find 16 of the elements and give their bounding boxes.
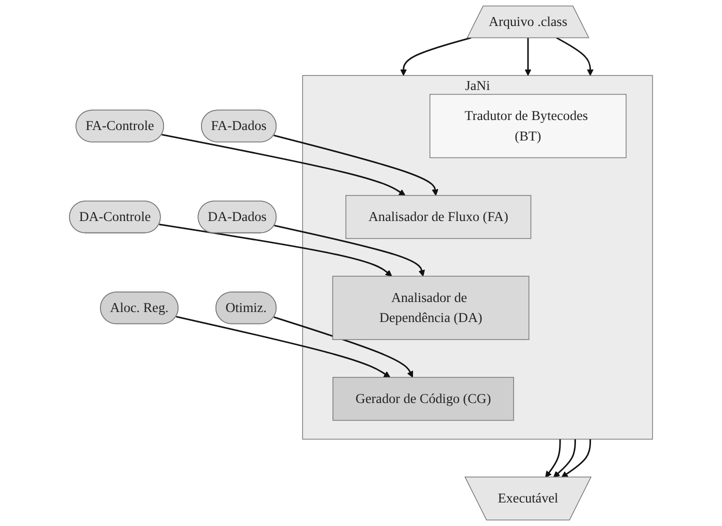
arrow — [274, 134, 438, 196]
arrow — [159, 224, 392, 276]
node-box: Analisador de Fluxo (FA) — [345, 195, 532, 239]
arrow — [561, 439, 592, 478]
arrow — [553, 439, 576, 478]
node-box: Gerador de Código (CG) — [332, 376, 514, 421]
arrow — [274, 224, 425, 276]
arrow — [162, 134, 406, 196]
arrow — [176, 316, 390, 378]
arrow — [274, 316, 414, 378]
arrow — [400, 37, 472, 76]
arrow — [524, 38, 532, 76]
node-box: Analisador de Dependência (DA) — [332, 276, 530, 340]
arrow — [545, 439, 561, 478]
node-box: Tradutor de Bytecodes (BT) — [430, 94, 626, 158]
arrow — [556, 37, 594, 76]
